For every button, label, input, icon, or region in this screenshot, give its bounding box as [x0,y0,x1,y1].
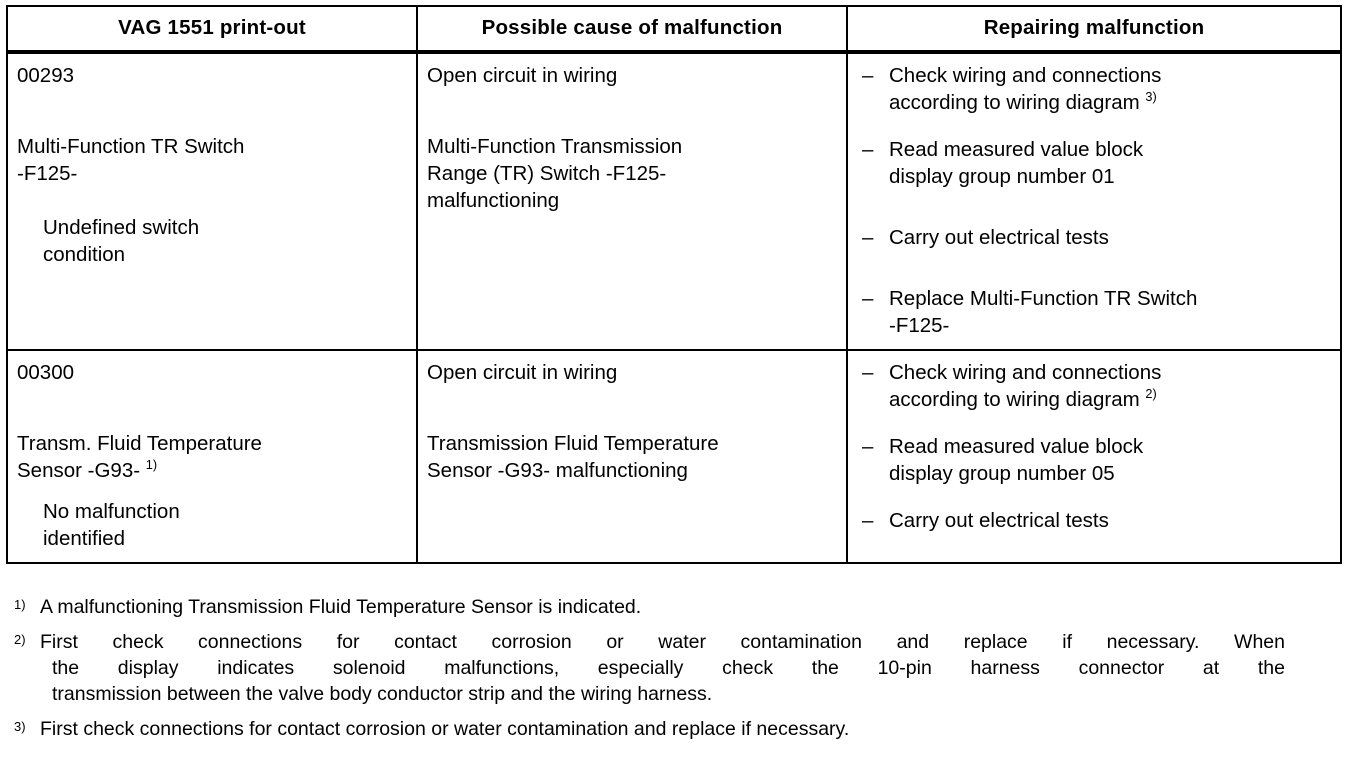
repair-step-line1: Carry out electrical tests [889,226,1109,249]
fault-code: 00300 [17,361,75,384]
cause-primary: Open circuit in wiring [427,361,618,384]
footnote-text-line2: the display indicates solenoid malfuncti… [52,657,1285,679]
dash-bullet-icon: – [862,226,874,249]
condition-line1: Undefined switch [43,216,200,239]
repair-step-list: – Check wiring and connections according… [862,359,1334,534]
repair-step-line1: Check wiring and connections [889,64,1162,87]
component-name-line2-wrap: Sensor -G93- 1) [17,457,406,484]
component-name-line1: Multi-Function TR Switch [17,135,245,158]
dash-bullet-icon: – [862,435,874,458]
dash-bullet-icon: – [862,509,874,532]
cause-primary: Open circuit in wiring [427,64,618,87]
repair-step-line1: Check wiring and connections [889,361,1162,384]
repair-step-line2: display group number 05 [889,462,1115,485]
footnote-text: First check connections for contact corr… [40,718,850,740]
footnote-section: 1) A malfunctioning Transmission Fluid T… [14,594,1344,742]
repair-step: – Read measured value block display grou… [862,136,1334,190]
footnote-1: 1) A malfunctioning Transmission Fluid T… [14,594,1344,620]
component-name-line1: Transm. Fluid Temperature [17,432,262,455]
cause-detail-line2: Range (TR) Switch -F125- [427,162,667,185]
repair-step: – Replace Multi-Function TR Switch -F125… [862,285,1334,339]
spacer [427,386,836,430]
repair-step: – Read measured value block display grou… [862,433,1334,487]
footnote-text: First check connections for contact corr… [40,629,1285,707]
repair-step-line2: according to wiring diagram [889,91,1140,114]
footnote-text-line3: transmission between the valve body cond… [52,683,713,705]
repair-step-line1: Read measured value block [889,138,1144,161]
fault-code: 00293 [17,64,75,87]
condition-line1: No malfunction [43,500,180,523]
component-name-line2: -F125- [17,162,78,185]
table-header-row: VAG 1551 print-out Possible cause of mal… [6,5,1342,54]
fault-code-table: VAG 1551 print-out Possible cause of mal… [6,5,1342,564]
dash-bullet-icon: – [862,138,874,161]
repair-step-line1: Replace Multi-Function TR Switch [889,287,1198,310]
table-row: 00300 Transm. Fluid Temperature Sensor -… [6,349,1342,564]
footnote-marker: 3) [14,719,26,734]
cause-detail-line3: malfunctioning [427,189,560,212]
spacer [17,386,406,430]
cell-repair-00300: – Check wiring and connections according… [846,349,1342,564]
footnote-ref: 3) [1145,89,1157,105]
table-header: VAG 1551 print-out Possible cause of mal… [6,5,1342,54]
repair-step: – Carry out electrical tests [862,507,1334,534]
cell-printout-00300: 00300 Transm. Fluid Temperature Sensor -… [6,349,418,564]
column-header-repair: Repairing malfunction [846,5,1342,54]
spacer [427,89,836,133]
repair-step-line1: Carry out electrical tests [889,509,1109,532]
component-name-line2: Sensor -G93- [17,459,141,482]
spacer [17,89,406,133]
cause-detail-line1: Transmission Fluid Temperature [427,432,719,455]
cause-detail-line1: Multi-Function Transmission [427,135,683,158]
cell-repair-00293: – Check wiring and connections according… [846,51,1342,351]
column-header-cause: Possible cause of malfunction [416,5,848,54]
repair-step-line1: Read measured value block [889,435,1144,458]
repair-step: – Carry out electrical tests [862,224,1334,251]
footnote-text: A malfunctioning Transmission Fluid Temp… [40,596,642,618]
repair-step: – Check wiring and connections according… [862,62,1334,116]
dash-bullet-icon: – [862,287,874,310]
spacer [17,187,406,214]
repair-step: – Check wiring and connections according… [862,359,1334,413]
footnote-marker: 1) [14,597,26,612]
footnote-ref: 1) [145,457,158,473]
repair-step-list: – Check wiring and connections according… [862,62,1334,339]
table-body: 00293 Multi-Function TR Switch -F125- Un… [6,51,1342,564]
dash-bullet-icon: – [862,64,874,87]
repair-step-line2-wrap: according to wiring diagram 2) [889,386,1334,413]
condition-line2: condition [43,243,126,266]
dash-bullet-icon: – [862,361,874,384]
footnote-ref: 2) [1145,386,1157,402]
cell-cause-00300: Open circuit in wiring Transmission Flui… [416,349,848,564]
footnote-2: 2) First check connections for contact c… [14,629,1285,707]
repair-step-line2: display group number 01 [889,165,1115,188]
repair-step-line2: -F125- [889,314,950,337]
table-row: 00293 Multi-Function TR Switch -F125- Un… [6,51,1342,351]
repair-step-line2: according to wiring diagram [889,388,1140,411]
column-header-printout: VAG 1551 print-out [6,5,418,54]
cell-cause-00293: Open circuit in wiring Multi-Function Tr… [416,51,848,351]
cause-detail-line2: Sensor -G93- malfunctioning [427,459,688,482]
cell-printout-00293: 00293 Multi-Function TR Switch -F125- Un… [6,51,418,351]
condition-line2: identified [43,527,126,550]
repair-step-line2-wrap: according to wiring diagram 3) [889,89,1334,116]
footnote-text-line1: First check connections for contact corr… [40,631,1285,653]
spacer [17,484,406,498]
footnote-3: 3) First check connections for contact c… [14,716,1344,742]
footnote-marker: 2) [14,632,26,647]
